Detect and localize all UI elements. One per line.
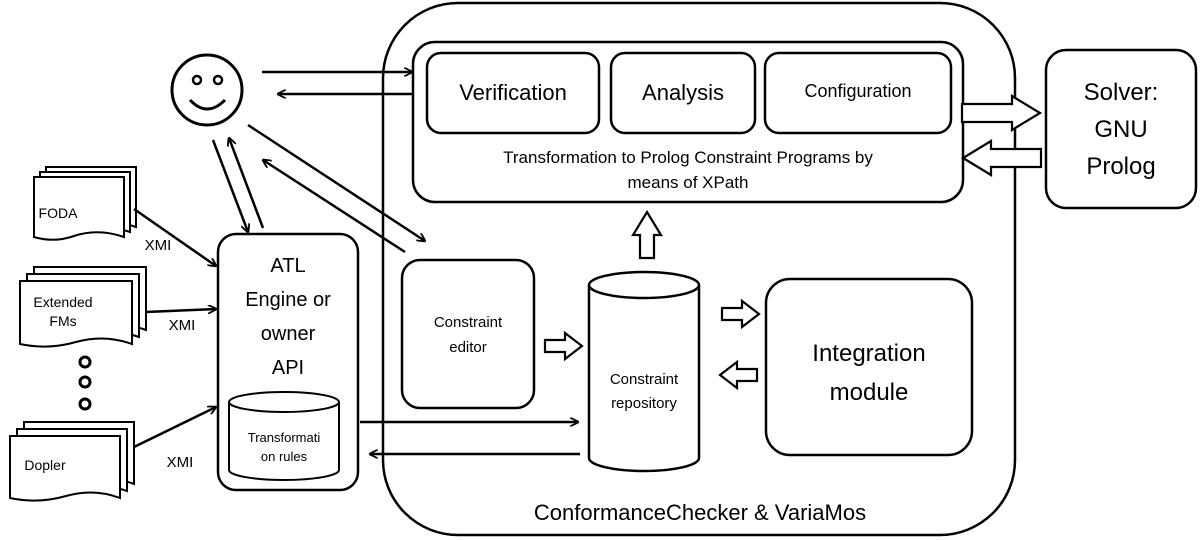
dopler-xmi-label: XMI — [167, 454, 194, 471]
integration-module-label-line2: module — [830, 379, 909, 406]
repository-to-integration-hollow-arrow — [720, 298, 761, 330]
extended-fms-label-line1: Extended — [33, 294, 92, 310]
transformation-label-line2: means of XPath — [628, 173, 749, 192]
solver-label-line2: GNU — [1094, 116, 1147, 143]
constraint-repository-label-line1: Constraint — [610, 371, 679, 388]
user-to-editor-arrow — [247, 123, 425, 241]
smiley-face-icon — [170, 53, 244, 127]
ellipsis-circle — [78, 397, 92, 411]
user-to-engine-arrow — [211, 139, 248, 232]
from-solver-hollow-arrow — [960, 139, 1043, 177]
editor-to-repository-hollow-arrow — [543, 330, 584, 362]
engine-to-user-arrow — [229, 138, 265, 229]
repository-to-transformation-hollow-arrow — [631, 209, 663, 260]
ellipsis-circle — [78, 375, 92, 389]
constraint-repository-cylinder: Constraint repository — [587, 270, 701, 473]
transformation-rules-label-line2: on rules — [261, 449, 308, 464]
foda-label: FODA — [39, 205, 79, 221]
constraint-editor-box: Constraint editor — [400, 258, 536, 410]
solver-label-line1: Solver: — [1084, 79, 1159, 106]
verification-label: Verification — [459, 80, 567, 105]
dopler-label: Dopler — [24, 457, 66, 473]
to-solver-hollow-arrow — [960, 94, 1043, 132]
editor-to-user-arrow — [263, 160, 406, 254]
extended-to-engine-arrow — [145, 309, 216, 312]
integration-module-box: Integration module — [764, 277, 974, 457]
analysis-label: Analysis — [642, 80, 724, 105]
dopler-to-engine-arrow — [133, 407, 216, 449]
engine-label-line2: Engine or — [245, 289, 331, 311]
ellipsis-circle — [78, 355, 92, 369]
configuration-label: Configuration — [804, 81, 911, 101]
transformation-rules-cylinder: Transformati on rules — [228, 391, 340, 481]
extended-fms-model-document: Extended FMs — [19, 266, 147, 348]
dopler-model-document: Dopler — [9, 421, 135, 502]
foda-xmi-label: XMI — [145, 237, 172, 254]
constraint-editor-label-line1: Constraint — [434, 314, 503, 331]
integration-module-label-line1: Integration — [812, 340, 925, 367]
transformation-label-line1: Transformation to Prolog Constraint Prog… — [503, 148, 873, 167]
engine-label-line4: API — [272, 357, 304, 379]
verification-box: Verification — [425, 51, 601, 135]
engine-label-line1: ATL — [270, 255, 305, 277]
foda-model-document: FODA — [33, 166, 137, 241]
foda-to-engine-arrow — [133, 207, 216, 266]
solver-box: Solver: GNU Prolog — [1044, 48, 1198, 210]
container-label: ConformanceChecker & VariaMos — [534, 500, 866, 525]
analysis-box: Analysis — [609, 51, 757, 135]
transformation-rules-label-line1: Transformati — [248, 430, 321, 445]
solver-label-line3: Prolog — [1086, 153, 1155, 180]
engine-label-line3: owner — [261, 323, 316, 345]
constraint-repository-label-line2: repository — [611, 395, 677, 412]
configuration-box: Configuration — [763, 51, 953, 135]
extended-fms-label-line2: FMs — [49, 313, 76, 329]
constraint-editor-label-line2: editor — [449, 339, 487, 356]
integration-to-repository-hollow-arrow — [718, 359, 759, 391]
extended-xmi-label: XMI — [169, 317, 196, 334]
